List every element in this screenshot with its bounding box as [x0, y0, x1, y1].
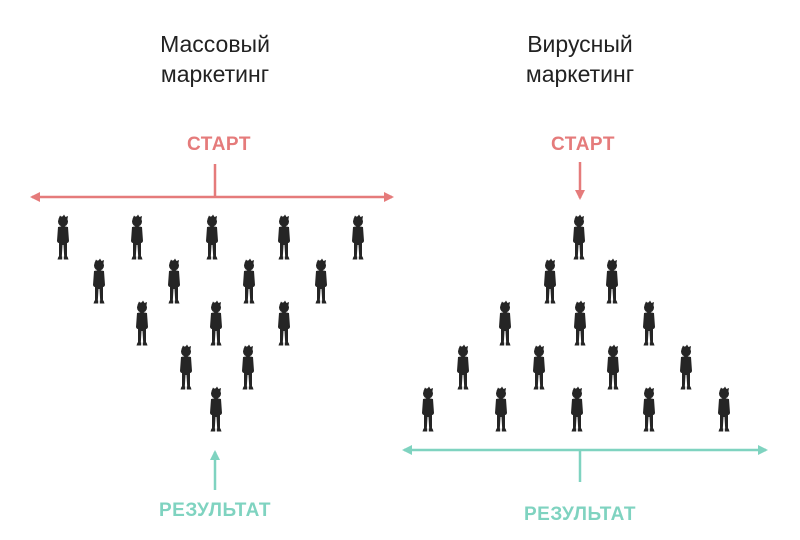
person-silhouette-icon: [574, 300, 586, 346]
person-silhouette-icon: [573, 214, 585, 260]
mass-start-label: СТАРТ: [187, 134, 251, 155]
person-silhouette-icon: [422, 386, 434, 432]
person-silhouette-icon: [180, 344, 192, 390]
mass-marketing-title-line1: Массовый: [160, 31, 270, 57]
person-silhouette-icon: [315, 258, 327, 304]
person-silhouette-icon: [93, 258, 105, 304]
person-silhouette-icon: [278, 300, 290, 346]
viral-marketing-panel: Вирусный маркетинг СТАРТ РЕЗУЛЬТАТ: [402, 31, 768, 525]
person-silhouette-icon: [571, 386, 583, 432]
mass-marketing-panel: Массовый маркетинг СТАРТ РЕЗУЛЬТАТ: [30, 31, 394, 521]
viral-start-label: СТАРТ: [551, 134, 615, 155]
mass-marketing-title-line2: маркетинг: [161, 61, 269, 87]
person-silhouette-icon: [606, 258, 618, 304]
viral-marketing-title-line2: маркетинг: [526, 61, 634, 87]
mass-result-label: РЕЗУЛЬТАТ: [159, 500, 271, 521]
person-silhouette-icon: [242, 344, 254, 390]
person-silhouette-icon: [278, 214, 290, 260]
person-silhouette-icon: [168, 258, 180, 304]
person-silhouette-icon: [607, 344, 619, 390]
person-silhouette-icon: [210, 300, 222, 346]
viral-crowd: [422, 214, 730, 432]
person-silhouette-icon: [544, 258, 556, 304]
person-silhouette-icon: [457, 344, 469, 390]
person-silhouette-icon: [718, 386, 730, 432]
person-silhouette-icon: [643, 386, 655, 432]
person-silhouette-icon: [533, 344, 545, 390]
viral-marketing-title-line1: Вирусный: [527, 31, 633, 57]
person-silhouette-icon: [206, 214, 218, 260]
person-silhouette-icon: [210, 386, 222, 432]
person-silhouette-icon: [352, 214, 364, 260]
person-silhouette-icon: [57, 214, 69, 260]
person-silhouette-icon: [499, 300, 511, 346]
person-silhouette-icon: [243, 258, 255, 304]
person-silhouette-icon: [131, 214, 143, 260]
person-silhouette-icon: [495, 386, 507, 432]
person-silhouette-icon: [680, 344, 692, 390]
viral-result-label: РЕЗУЛЬТАТ: [524, 504, 636, 525]
mass-crowd: [57, 214, 364, 432]
person-silhouette-icon: [643, 300, 655, 346]
person-silhouette-icon: [136, 300, 148, 346]
